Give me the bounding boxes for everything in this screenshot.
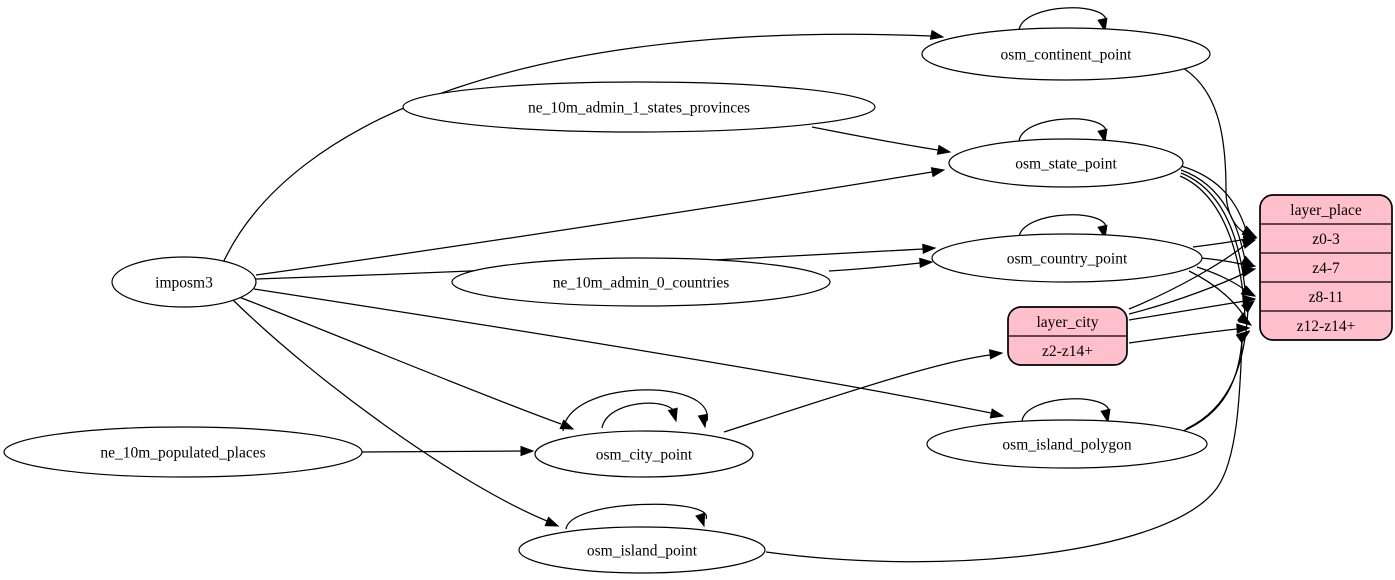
node-ne_10m_admin_1_states_provinces: ne_10m_admin_1_states_provinces [402,81,876,133]
edge-imposm3-to-osm_continent_point [221,29,945,266]
node-label: osm_city_point [596,447,693,464]
arrowhead-icon [1100,408,1111,424]
edge-ne_10m_admin_0_countries-to-osm_country_point [828,257,934,272]
node-label: ne_10m_admin_0_countries [553,275,730,292]
node-label: imposm3 [155,275,213,292]
edge-osm_city_point-to-layer_city:z2-z14+ [723,349,1004,433]
node-label: ne_10m_populated_places [100,445,265,462]
arrowhead-icon [1241,238,1257,249]
arrowhead-icon [1242,294,1257,306]
arrowhead-icon [919,257,934,269]
node-label: osm_continent_point [1001,47,1133,64]
edge-osm_island_polygon-to-osm_island_polygon [1021,398,1111,424]
arrowhead-icon [544,516,560,527]
record-row-label: z4-7 [1312,260,1340,277]
edge-osm_continent_point-to-osm_continent_point [1018,7,1108,33]
arrowhead-icon [520,445,535,457]
edge-osm_state_point-to-osm_state_point [1018,118,1108,144]
edge-imposm3-to-osm_island_polygon [253,288,1005,419]
arrowhead-icon [1241,300,1256,314]
arrowhead-icon [667,407,678,423]
record-layer_place: layer_place z0-3 z4-7 z8-11 z12-z14+ [1259,194,1393,341]
arrowhead-icon [929,29,945,40]
arrowhead-icon [989,408,1005,419]
record-row-label: z0-3 [1312,231,1340,248]
edge-imposm3-to-osm_city_point [238,296,575,430]
edge-osm_continent_point-to-layer_place:z0-3 [1175,63,1258,239]
arrowhead-icon [695,512,706,528]
edge-ne_10m_populated_places-to-osm_city_point [360,445,535,457]
record-row-label: z2-z14+ [1042,343,1093,360]
record-row-label: z12-z14+ [1297,318,1356,335]
edge-osm_island_point-to-osm_island_point [565,503,707,530]
node-osm_island_polygon: osm_island_polygon [926,419,1208,469]
arrowhead-icon [936,144,952,155]
node-label: osm_island_point [587,543,698,560]
node-label: osm_island_polygon [1002,437,1131,454]
edge-osm_state_point-to-layer_place:z0-3 [1180,165,1257,237]
node-osm_city_point: osm_city_point [534,430,754,478]
arrowhead-icon [989,349,1004,360]
edge-imposm3-to-osm_state_point [255,167,946,276]
record-layer_city: layer_city z2-z14+ [1007,306,1128,366]
node-imposm3: imposm3 [111,256,257,308]
node-label: osm_country_point [1007,251,1128,268]
node-ne_10m_populated_places: ne_10m_populated_places [3,426,363,478]
node-osm_island_point: osm_island_point [518,526,766,574]
node-osm_continent_point: osm_continent_point [921,27,1211,81]
arrowhead-icon [1235,331,1251,344]
node-osm_state_point: osm_state_point [948,138,1184,188]
arrowhead-icon [1241,285,1257,297]
edge-imposm3-to-osm_island_point [232,299,560,527]
edge-osm_island_point-to-layer_place:z12-z14+ [765,331,1251,563]
arrowhead-icon [1241,266,1257,277]
edge-layer_city-to-layer_place:z0-3 [1128,238,1257,310]
record-row-label: layer_city [1037,314,1099,331]
arrowhead-icon [922,243,937,255]
node-label: ne_10m_admin_1_states_provinces [528,100,750,117]
node-label: osm_state_point [1015,156,1117,173]
arrowhead-icon [1236,323,1251,334]
edge-osm_island_polygon-to-layer_place:z12-z14+ [1180,330,1251,433]
edge-layer_city-to-layer_place:z8-11 [1128,294,1257,321]
record-row-label: layer_place [1290,202,1362,219]
arrowhead-icon [559,419,575,430]
node-ne_10m_admin_0_countries: ne_10m_admin_0_countries [451,257,831,307]
edge-osm_city_point-to-osm_city_point [562,389,708,432]
arrowhead-icon [1097,128,1108,144]
arrowhead-icon [697,413,708,429]
arrowhead-icon [1241,225,1257,237]
arrowhead-icon [1097,17,1108,33]
edge-ne_10m_admin_1_states_provinces-to-osm_state_point [811,126,952,155]
edge-osm_country_point-to-layer_place:z8-11 [1196,266,1257,297]
edge-layer_city-to-layer_place:z12-z14+ [1128,323,1251,344]
edge-osm_city_point-to-osm_city_point [601,402,678,429]
node-osm_country_point: osm_country_point [931,233,1203,283]
record-row-label: z8-11 [1309,289,1344,306]
edge-layer_city-to-layer_place:z4-7 [1128,266,1257,315]
arrowhead-icon [930,167,946,178]
